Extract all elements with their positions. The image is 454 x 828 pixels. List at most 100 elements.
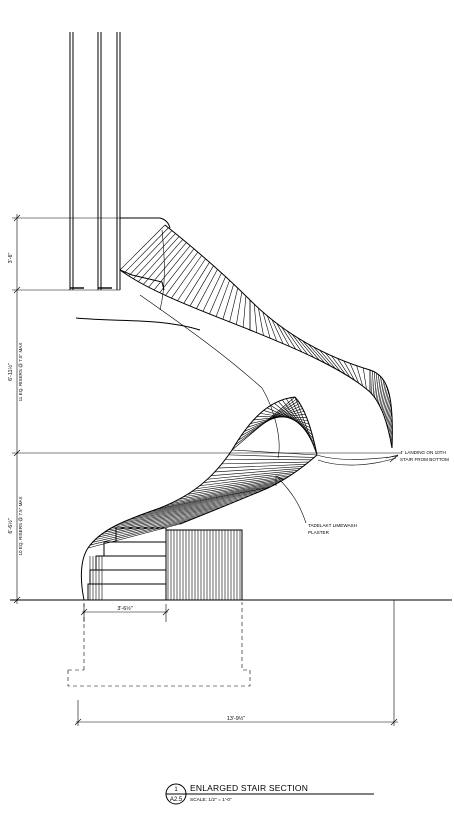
hatch-line: [242, 295, 247, 328]
vertical-columns: [69, 32, 121, 290]
hatch-line: [153, 245, 191, 291]
hatch-line: [191, 477, 288, 492]
hatch-line: [313, 346, 331, 367]
hatch-line: [95, 517, 196, 540]
sheet-number: A2.5: [170, 797, 183, 803]
hatch-line: [296, 337, 314, 358]
bottom-step-width-dimension: 3'-6½": [117, 605, 132, 612]
hatch-line: [221, 461, 309, 465]
hatch-line: [165, 251, 199, 296]
hatch-line: [203, 472, 296, 483]
hatch-line: [123, 501, 235, 522]
hatch-line: [178, 482, 280, 500]
finish-note-leader: [275, 475, 307, 524]
hatch-line: [207, 470, 298, 480]
hatch-line: [234, 398, 297, 446]
hatch-line: [222, 284, 234, 320]
hatch-line: [291, 333, 309, 355]
hatch-line: [258, 307, 264, 336]
hatch-line: [138, 495, 250, 517]
drawing-title: ENLARGED STAIR SECTION: [190, 783, 308, 793]
landing-note-line2: STAIR FROM BOTTOM: [400, 457, 449, 462]
hatch-line: [195, 475, 290, 490]
hatch-line: [128, 499, 240, 520]
upper-stair-stringer: [75, 224, 393, 449]
hatch-line: [386, 402, 392, 425]
hatch-line: [384, 394, 390, 419]
hatch-line: [337, 358, 351, 378]
hatch-line: [143, 493, 254, 515]
overall-width-dimension: [74, 600, 398, 726]
hatch-line: [133, 233, 176, 279]
hatch-line: [375, 374, 379, 400]
upper-flight-riser-note: 11 EQ. RISERS @ 7.5" MAX: [18, 343, 23, 402]
hatch-line: [231, 449, 318, 456]
hatch-line: [276, 323, 290, 347]
hatch-line: [133, 497, 245, 519]
upper-landing: [119, 217, 171, 291]
lower-flight-height-dimension: 6'-6½": [7, 518, 14, 533]
hatch-line: [388, 416, 393, 433]
hatch-line: [115, 505, 225, 527]
hatch-line: [169, 484, 274, 505]
hatch-line: [104, 511, 210, 533]
hatch-line: [385, 398, 391, 422]
hatch-line: [236, 291, 243, 325]
hatch-line: [189, 265, 214, 307]
hatch-line: [148, 242, 187, 288]
hatch-line: [362, 367, 367, 390]
vertical-dimension-line: [13, 214, 21, 604]
hatch-line: [183, 262, 210, 304]
hatch-line: [215, 280, 230, 317]
hatch-line: [380, 382, 386, 409]
hatch-line: [90, 521, 186, 546]
drawing-scale: SCALE: 1/2" = 1'-0": [190, 797, 232, 803]
hatch-line: [371, 370, 373, 394]
hatch-line: [128, 230, 173, 277]
finish-note-line1: TADELAKT LIMEWASH: [308, 523, 357, 528]
hatch-line: [319, 349, 336, 369]
hatch-line: [154, 489, 264, 511]
drawing-number: 1: [174, 787, 178, 793]
hatch-line: [100, 513, 206, 535]
hatch-line: [390, 434, 393, 442]
hatch-line: [372, 371, 375, 396]
hatch-line: [389, 428, 393, 439]
hatch-line: [202, 272, 222, 312]
hatch-line: [209, 276, 226, 315]
hatch-line: [159, 248, 195, 293]
hatch-line: [107, 509, 215, 531]
hatch-line: [199, 473, 293, 487]
upper-landing-height-dimension: 3'-6": [8, 253, 14, 264]
hatch-line: [229, 287, 239, 322]
hatch-line: [196, 269, 218, 309]
hatch-line: [228, 454, 315, 458]
hatch-line: [379, 380, 384, 407]
hatch-line: [387, 411, 393, 430]
hatch-line: [267, 315, 277, 342]
hatch-line: [177, 258, 206, 301]
hatch-line: [302, 340, 320, 361]
upper-stringer-hatching: [119, 224, 393, 445]
hatch-line: [240, 403, 300, 437]
hatch-line: [377, 376, 381, 402]
hatch-line: [387, 407, 392, 427]
hatch-line: [187, 478, 285, 495]
hatch-line: [171, 255, 202, 299]
upper-flight-height-dimension: 6'-11½": [7, 363, 14, 381]
hatch-line: [211, 468, 301, 477]
title-block: [165, 783, 374, 805]
foundation-dashed: [67, 602, 251, 687]
hatch-line: [281, 399, 315, 443]
hatch-line: [97, 515, 201, 538]
hatch-line: [382, 388, 388, 414]
hatch-line: [374, 373, 378, 398]
finish-note-line2: PLASTER: [308, 530, 330, 535]
hatch-line: [356, 365, 363, 387]
hatch-line: [243, 405, 302, 432]
lower-flight-riser-note: 10 EQ. RISERS @ 7.5" MAX: [18, 496, 23, 555]
hatch-line: [214, 466, 304, 473]
stair-base-box: [165, 529, 243, 601]
hatch-line: [218, 463, 306, 469]
